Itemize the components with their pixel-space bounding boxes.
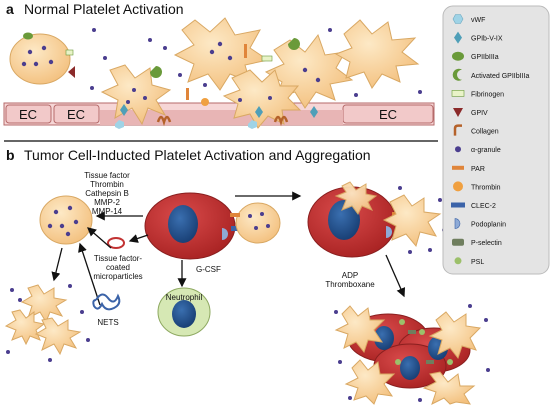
factor-thrombin: Thrombin <box>90 180 124 189</box>
legend-item: P-selectin <box>452 238 502 247</box>
gpiibiiia-marker <box>23 32 33 40</box>
legend-item: GPIb-V-IX <box>454 31 503 44</box>
microparticles-label: Tissue factor- coated microparticles <box>93 254 142 281</box>
legend-label: PAR <box>471 166 485 173</box>
factor-cathepsin-b: Cathepsin B <box>85 189 129 198</box>
legend-label: Thrombin <box>471 184 501 191</box>
endothelial-cell-2 <box>53 104 100 124</box>
secreted-factors-list: Tissue factor Thrombin Cathepsin B MMP-2… <box>84 171 130 216</box>
svg-text:microparticles: microparticles <box>93 272 142 281</box>
bar-icon <box>452 165 464 170</box>
svg-text:ADP: ADP <box>342 271 358 280</box>
legend-item: PAR <box>452 165 485 173</box>
legend-item: Fibrinogen <box>451 90 504 98</box>
legend-label: P-selectin <box>471 240 502 247</box>
svg-text:Thromboxane: Thromboxane <box>325 280 375 289</box>
legend-label: Collagen <box>471 129 499 136</box>
gpiv-marker <box>68 66 75 78</box>
half-circle-icon <box>454 218 461 229</box>
legend-item: α-granule <box>455 146 501 154</box>
par-center <box>230 213 240 217</box>
rounded-rect-icon <box>452 238 464 246</box>
legend-item: PSL <box>454 257 484 266</box>
endothelial-cell-1 <box>5 104 52 124</box>
legend-label: GPIV <box>471 110 488 117</box>
platelet-right-activated <box>382 194 442 248</box>
factor-mmp14: MMP-14 <box>92 207 123 216</box>
triangle-icon <box>453 108 463 117</box>
nets-structure <box>92 293 121 311</box>
activated-platelet-5 <box>334 19 420 89</box>
endothelium-layer: EC EC EC <box>3 102 435 126</box>
oval-icon <box>452 51 464 61</box>
legend-item: GPIIbIIIa <box>452 51 499 61</box>
platelet-granules <box>21 45 54 67</box>
resting-platelet <box>9 33 71 85</box>
legend-label: vWF <box>471 17 485 24</box>
legend-label: GPIIbIIIa <box>471 54 499 61</box>
legend-label: Fibrinogen <box>471 91 504 98</box>
legend-box <box>442 5 550 275</box>
factor-mmp2: MMP-2 <box>94 198 120 207</box>
small-circle-icon <box>454 257 462 265</box>
panel-b-letter: b <box>6 147 15 163</box>
crescent-icon <box>452 68 462 81</box>
panel-a-title: Normal Platelet Activation <box>24 1 184 17</box>
panel-b-title: Tumor Cell-Inducted Platelet Activation … <box>24 147 371 163</box>
factor-tissue-factor: Tissue factor <box>84 171 130 180</box>
legend-item: vWF <box>452 14 485 24</box>
legend-item: Collagen <box>453 124 499 136</box>
microparticle-ring <box>107 237 125 249</box>
svg-text:Tissue factor-: Tissue factor- <box>94 254 142 263</box>
legend-label: Activated GPIIbIIIa <box>471 73 529 80</box>
gcsf-label: G-CSF <box>196 265 221 274</box>
platelet-left <box>39 195 93 245</box>
neutrophil-nucleus <box>172 300 196 328</box>
legend-item: CLEC-2 <box>451 202 496 210</box>
legend-label: Podoplanin <box>471 222 506 229</box>
legend-item: GPIV <box>453 108 488 117</box>
panel-b: b Tumor Cell-Inducted Platelet Activatio… <box>4 147 490 405</box>
receptor-markers-a <box>115 38 318 129</box>
ec-label-1: EC <box>19 107 37 122</box>
blue-bar-icon <box>451 202 465 208</box>
left-aggregate <box>4 284 82 356</box>
legend-item: Podoplanin <box>454 218 506 229</box>
svg-text:coated: coated <box>106 263 130 272</box>
neutrophil-label: Neutrophil <box>166 293 203 302</box>
legend-label: GPIb-V-IX <box>471 36 503 43</box>
scattered-granules-aggregate <box>334 304 490 402</box>
panel-a-letter: a <box>6 1 14 17</box>
rectangle-icon <box>451 90 465 97</box>
legend-label: PSL <box>471 259 484 266</box>
tumor-nucleus-right <box>328 200 360 240</box>
legend-item: Thrombin <box>453 181 501 192</box>
hook-icon <box>453 124 462 136</box>
ec-label-3: EC <box>379 107 397 122</box>
nets-label: NETS <box>97 318 118 327</box>
fibrinogen-marker <box>65 49 74 56</box>
scattered-granules-a <box>90 28 422 102</box>
podoplanin-center <box>222 228 228 240</box>
tumor-platelet-aggregate <box>334 305 482 405</box>
legend-label: α-granule <box>471 147 501 154</box>
hexagon-icon <box>452 14 464 24</box>
activated-platelet-1 <box>100 64 172 126</box>
scattered-granules-left <box>6 284 90 362</box>
platelet-adherent <box>235 202 281 244</box>
panel-a: EC EC EC <box>3 1 438 142</box>
legend-label: CLEC-2 <box>471 203 496 210</box>
diamond-icon <box>454 31 462 44</box>
legend-item: Activated GPIIbIIIa <box>452 68 529 81</box>
agonists-label: ADP Thromboxane <box>325 271 375 289</box>
pathway-arrows <box>51 191 406 306</box>
ec-label-2: EC <box>67 107 85 122</box>
tumor-nucleus-center <box>168 205 198 243</box>
circle-icon <box>453 181 463 192</box>
dot-icon <box>455 146 461 153</box>
